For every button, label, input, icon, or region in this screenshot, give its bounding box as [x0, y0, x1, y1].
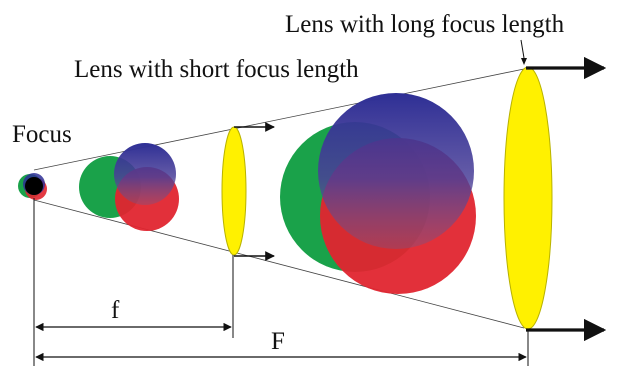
focus-black-dot [25, 177, 43, 195]
small-rgb-circles [79, 143, 179, 231]
large-blue-circle [318, 93, 474, 249]
focus-point [18, 173, 47, 200]
long-lens-label: Lens with long focus length [285, 11, 565, 38]
lower-ray [33, 199, 525, 329]
long-lens-pointer [520, 39, 525, 59]
long-focal-label: F [271, 328, 285, 355]
upper-ray [33, 68, 525, 171]
large-rgb-circles [280, 93, 476, 294]
small-blue-circle [114, 143, 176, 205]
short-lens-label: Lens with short focus length [74, 56, 359, 83]
short-focus-lens [221, 126, 247, 256]
focus-label: Focus [12, 121, 72, 148]
long-lens-pointer-head [521, 58, 527, 65]
short-focal-label: f [111, 297, 120, 324]
long-focus-lens [503, 66, 553, 330]
